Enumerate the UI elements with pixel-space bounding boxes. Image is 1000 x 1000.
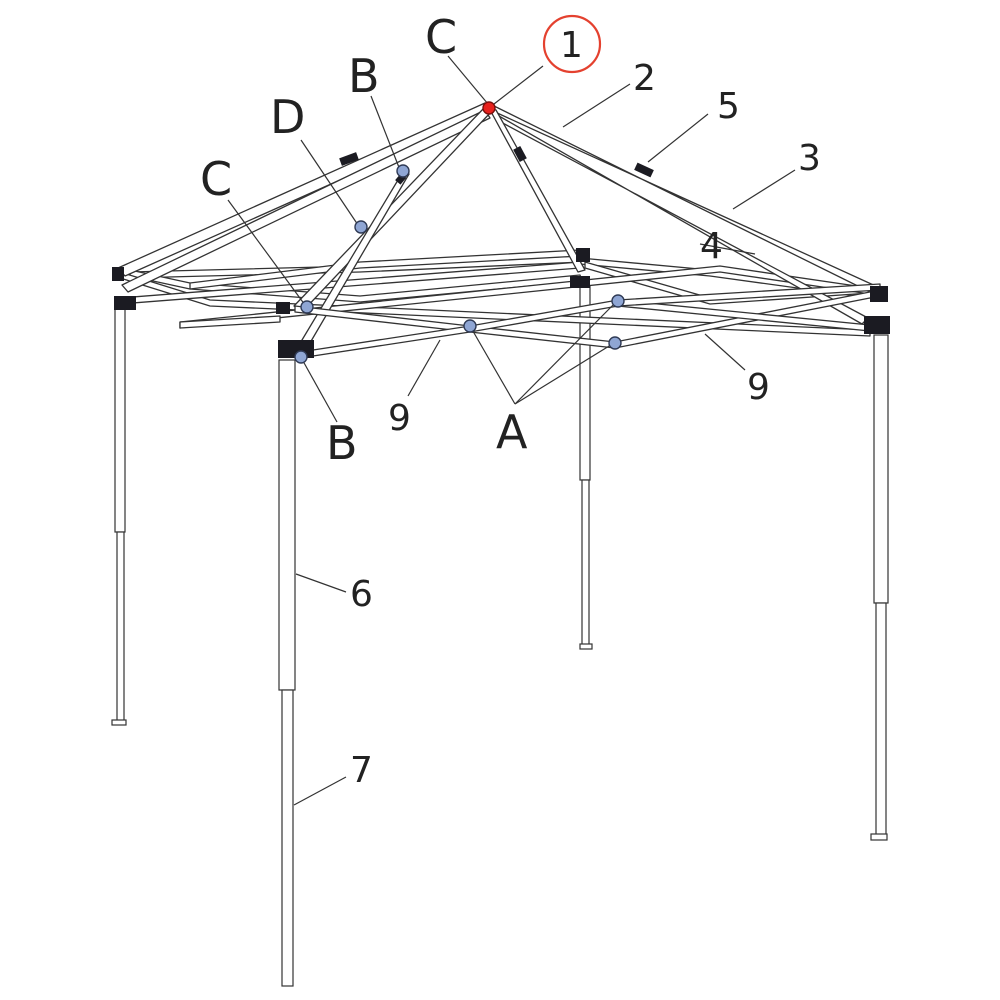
leg-back-left-upper [114,299,126,533]
pin-d [354,220,368,234]
label-9-right: 9 [747,367,770,408]
leg-back-mid-lower [581,479,590,646]
pin-c-left [300,300,314,314]
pin-b-top [396,164,410,178]
pin-b-bottom [294,350,308,364]
label-4: 4 [700,226,723,267]
bracket-right [864,316,890,334]
foot-back-left [111,719,127,726]
label-9-left: 9 [388,398,411,439]
leg-front-upper [278,359,296,691]
leg-front-lower [281,689,294,987]
labels: C B D C B A 1 2 3 4 5 6 7 9 9 [200,10,821,791]
label-1: 1 [560,25,583,66]
left-stub [179,315,281,329]
label-5: 5 [717,86,740,127]
leg-back-left-lower [116,531,125,723]
pins [294,101,625,364]
label-3: 3 [798,138,821,179]
foot-back-mid [579,643,593,650]
pin-peak-highlight [482,101,496,115]
bracket-front-top [276,302,290,314]
pin-a-2 [611,294,625,308]
callout-circle-1 [542,14,602,74]
bracket-back-mid-top [576,248,590,262]
bracket-back-left-top [112,267,124,281]
pin-a-3 [608,336,622,350]
leg-back-mid-upper [579,284,591,481]
leg-right-upper [873,334,889,604]
pin-a-1 [463,319,477,333]
legs [111,284,889,987]
label-c-left: C [200,152,232,206]
leg-right-lower [875,602,887,836]
sleeve-mid-rafter [513,145,527,163]
sleeve-right-rafter [634,162,654,178]
label-7: 7 [350,750,373,791]
foot-right [870,833,888,841]
bracket-back-mid [570,276,590,288]
label-b-top: B [348,49,380,103]
bracket-right-top [870,286,888,302]
label-a: A [496,405,528,459]
bracket-back-left [114,296,136,310]
label-6: 6 [350,574,373,615]
leader-lines [227,55,796,806]
label-d: D [270,90,305,144]
rafter-back-mid [488,107,586,273]
label-2: 2 [633,58,656,99]
label-c-top: C [425,10,457,64]
sleeve-left-rafter [339,152,359,166]
roof-rafters [117,102,881,361]
label-b-bottom: B [326,416,358,470]
